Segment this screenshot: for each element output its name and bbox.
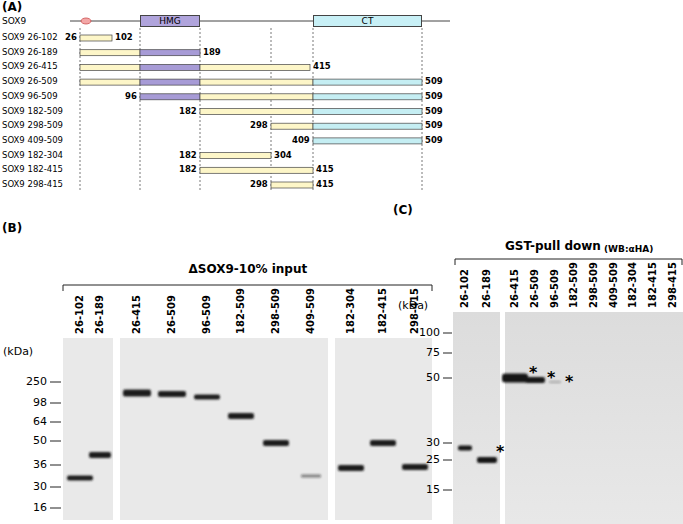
marker-size: 15 — [426, 484, 440, 497]
marker-size: 64 — [33, 416, 47, 429]
domain-label: HMG — [159, 16, 181, 26]
domain-box: CT — [313, 15, 422, 27]
lane-label: 96-509 — [549, 269, 561, 308]
lane-label: 182-415 — [377, 288, 389, 334]
lane-label: 26-102 — [459, 269, 471, 308]
input-blot — [50, 285, 432, 520]
construct-name: SOX9 182-415 — [2, 165, 63, 175]
construct-name: SOX9 298-509 — [2, 121, 63, 131]
construct-name: SOX9 298-415 — [2, 180, 63, 190]
residue-number: 509 — [424, 77, 444, 87]
residue-number: 304 — [273, 151, 293, 161]
residue-number: 102 — [114, 33, 134, 43]
lane-label: 26-189 — [94, 295, 106, 334]
lane-label: 182-304 — [627, 262, 639, 308]
marker-size: 30 — [426, 437, 440, 450]
antibody-note: (WB:αHA) — [604, 244, 653, 254]
lane-label: 409-509 — [305, 288, 317, 334]
construct-name: SOX9 26-102 — [2, 33, 58, 43]
domain-label: CT — [362, 16, 374, 26]
marker-size: 100 — [419, 327, 440, 340]
axis-unit: (kDa) — [3, 346, 33, 359]
lane-label: 26-509 — [166, 295, 178, 334]
construct-name: SOX9 182-509 — [2, 107, 63, 117]
domain-box: HMG — [140, 15, 200, 27]
residue-number: 189 — [202, 48, 222, 58]
marker-size: 36 — [33, 459, 47, 472]
lane-label: 26-189 — [481, 269, 493, 308]
band-asterisk: * — [547, 369, 555, 387]
residue-number: 96 — [124, 92, 138, 102]
pulldown-blot — [443, 259, 683, 524]
band-asterisk: * — [496, 443, 504, 461]
band-asterisk: * — [565, 373, 573, 391]
lane-label: 182-509 — [568, 262, 580, 308]
marker-size: 50 — [426, 372, 440, 385]
marker-size: 30 — [33, 481, 47, 494]
marker-size: 75 — [426, 347, 440, 360]
residue-number: 509 — [424, 92, 444, 102]
residue-number: 298 — [249, 121, 269, 131]
lane-label: 26-509 — [529, 269, 541, 308]
residue-number: 509 — [424, 121, 444, 131]
marker-size: 16 — [33, 502, 47, 515]
protein-name: SOX9 — [2, 16, 26, 26]
panel-heading: ΔSOX9-10% input — [189, 263, 308, 277]
axis-unit: (kDa) — [398, 300, 428, 313]
panel-letter: (B) — [2, 222, 22, 236]
construct-name: SOX9 182-304 — [2, 151, 63, 161]
panel-letter: (A) — [2, 1, 22, 15]
lane-label: 26-415 — [509, 269, 521, 308]
marker-size: 250 — [26, 376, 47, 389]
panel-letter: (C) — [393, 204, 413, 218]
lane-label: 182-509 — [235, 288, 247, 334]
residue-number: 26 — [64, 33, 78, 43]
lane-label: 96-509 — [201, 295, 213, 334]
residue-number: 415 — [315, 165, 335, 175]
construct-name: SOX9 26-415 — [2, 62, 58, 72]
lane-label: 298-415 — [667, 262, 679, 308]
lane-label: 26-102 — [74, 295, 86, 334]
construct-map — [70, 18, 450, 192]
panel-heading: GST-pull down — [505, 240, 601, 254]
residue-number: 409 — [291, 136, 311, 146]
construct-name: SOX9 96-509 — [2, 92, 58, 102]
construct-name: SOX9 26-509 — [2, 77, 58, 87]
lane-label: 182-415 — [647, 262, 659, 308]
residue-number: 182 — [178, 151, 198, 161]
residue-number: 182 — [178, 165, 198, 175]
marker-size: 25 — [426, 454, 440, 467]
marker-size: 50 — [33, 435, 47, 448]
residue-number: 509 — [424, 107, 444, 117]
marker-size: 98 — [33, 397, 47, 410]
construct-name: SOX9 409-509 — [2, 136, 63, 146]
lane-label: 298-509 — [270, 288, 282, 334]
construct-name: SOX9 26-189 — [2, 48, 58, 58]
residue-number: 509 — [424, 136, 444, 146]
band-asterisk: * — [529, 364, 537, 382]
residue-number: 415 — [312, 62, 332, 72]
residue-number: 298 — [249, 180, 269, 190]
lane-label: 26-415 — [131, 295, 143, 334]
lane-label: 298-509 — [588, 262, 600, 308]
lane-label: 182-304 — [345, 288, 357, 334]
residue-number: 415 — [315, 180, 335, 190]
residue-number: 182 — [178, 107, 198, 117]
lane-label: 409-509 — [608, 262, 620, 308]
